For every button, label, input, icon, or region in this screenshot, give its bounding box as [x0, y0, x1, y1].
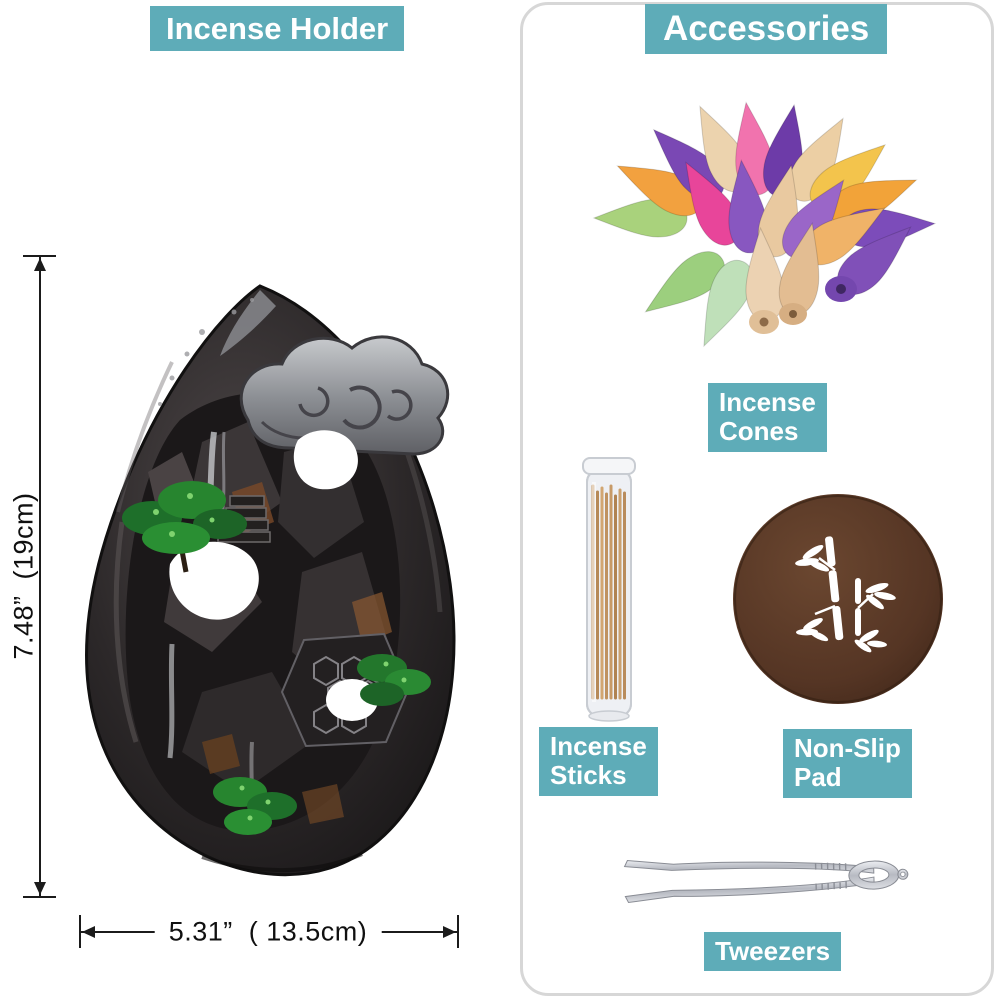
- non-slip-pad-label: Non-Slip Pad: [783, 729, 912, 798]
- incense-sticks-label: Incense Sticks: [539, 727, 658, 796]
- incense-holder-photo: [85, 284, 456, 877]
- through-hole-upper: [293, 430, 358, 490]
- tweezers-photo: [623, 859, 909, 904]
- cloud-carving: [239, 335, 450, 456]
- width-dimension-cap-left: [79, 915, 81, 948]
- pine-tree-left: [122, 481, 247, 573]
- cone-bases: [749, 276, 857, 334]
- tweezers-label: Tweezers: [704, 932, 842, 972]
- incense-cones-label: Incense Cones: [708, 383, 827, 452]
- pine-tree-bottom: [213, 777, 297, 835]
- tube-bottom: [588, 710, 630, 722]
- height-dimension-label: 7.48” (19cm): [8, 492, 39, 660]
- grip-ridges: [814, 862, 847, 891]
- tweezers-ring-hole: [900, 871, 906, 877]
- cone-rosette: [593, 97, 937, 355]
- accessories-panel-border: [520, 2, 994, 996]
- tweezers-loop: [848, 860, 900, 890]
- width-arrow-left: [82, 926, 95, 938]
- height-dimension-cap-bottom: [23, 896, 56, 898]
- bamboo-design: [795, 536, 896, 653]
- width-dimension-cap-right: [457, 915, 459, 948]
- tweezers-upper-arm: [623, 859, 875, 874]
- height-dimension-cap-top: [23, 255, 56, 257]
- through-hole-middle: [169, 541, 259, 620]
- incense-holder-title-badge: Incense Holder: [150, 6, 405, 52]
- pad-rim: [734, 495, 942, 703]
- height-dimension-line: [39, 256, 41, 898]
- incense-cones-photo: [593, 97, 937, 355]
- tweezers-lower-arm: [624, 876, 875, 904]
- incense-sticks-photo: [582, 457, 636, 722]
- tube-cap: [582, 457, 636, 475]
- non-slip-pad-photo: [733, 494, 943, 704]
- height-arrow-down: [34, 882, 46, 895]
- pine-tree-right: [357, 654, 431, 706]
- width-arrow-right: [443, 926, 456, 938]
- width-dimension-label: 5.31” ( 13.5cm): [154, 916, 382, 948]
- accessories-title-badge: Accessories: [645, 4, 888, 54]
- height-arrow-up: [34, 258, 46, 271]
